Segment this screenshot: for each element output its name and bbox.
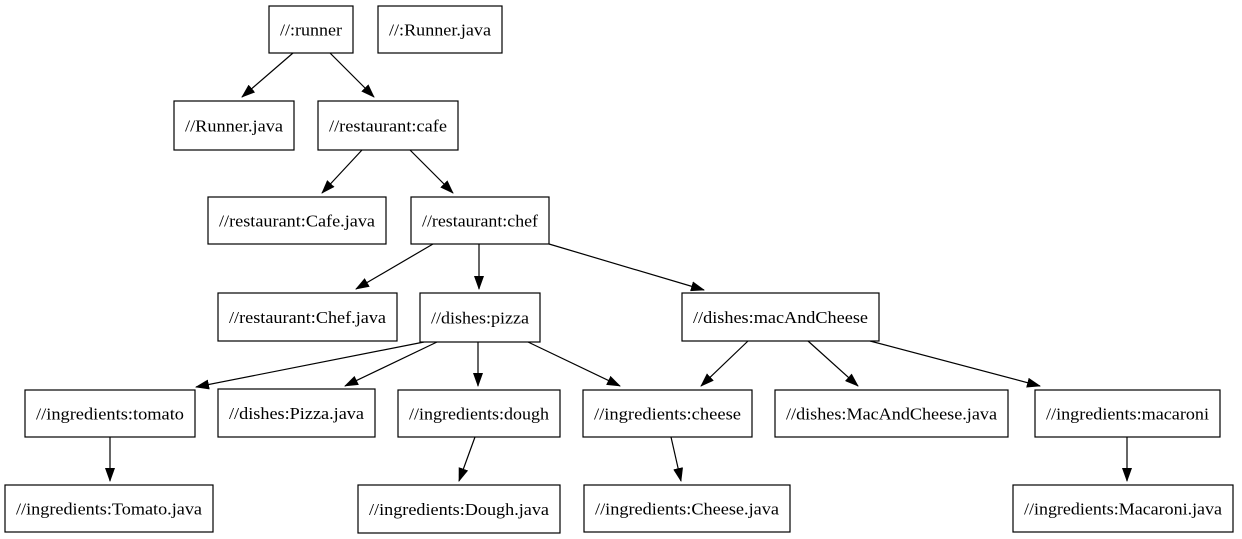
node-box-cafe [317,100,459,151]
node-box-runner-java-top [377,5,503,54]
node-label-tomato: //ingredients:tomato [36,405,184,424]
node-runner-java-top: //:Runner.java [377,5,503,54]
node-macaroni-java: //ingredients:Macaroni.java [1012,484,1234,533]
node-label-dough: //ingredients:dough [409,405,550,424]
node-box-pizza-java [217,388,376,438]
node-chef-java: //restaurant:Chef.java [217,292,398,342]
node-box-cafe-java [207,196,387,245]
node-runner: //:runner [268,5,354,54]
node-box-cheese [582,389,753,438]
node-mac-and-cheese-java: //dishes:MacAndCheese.java [774,389,1009,438]
node-pizza-java: //dishes:Pizza.java [217,388,376,438]
node-label-cafe: //restaurant:cafe [329,117,447,136]
node-box-chef-java [217,292,398,342]
node-dough-java: //ingredients:Dough.java [357,484,561,534]
node-box-dough-java [357,484,561,534]
edge-mac-and-cheese-to-cheese [700,340,749,387]
node-chef: //restaurant:chef [410,196,550,245]
edge-pizza-to-pizza-java [344,341,438,387]
node-box-chef [410,196,550,245]
node-label-pizza-java: //dishes:Pizza.java [229,404,364,423]
node-box-macaroni [1034,389,1221,438]
node-tomato: //ingredients:tomato [24,389,196,438]
node-label-chef-java: //restaurant:Chef.java [229,308,386,327]
node-box-cheese-java [583,484,791,533]
node-label-runner: //:runner [280,21,342,40]
node-macaroni: //ingredients:macaroni [1034,389,1221,438]
edge-runner-to-cafe [329,52,375,98]
edges-layer [105,52,1132,482]
node-label-runner-java-top: //:Runner.java [389,21,491,40]
node-cheese: //ingredients:cheese [582,389,753,438]
node-box-tomato-java [4,484,214,533]
node-label-cheese-java: //ingredients:Cheese.java [595,500,779,519]
node-dough: //ingredients:dough [397,389,561,438]
node-tomato-java: //ingredients:Tomato.java [4,484,214,533]
node-box-tomato [24,389,196,438]
edge-cheese-to-cheese-java [670,436,683,482]
node-label-mac-and-cheese-java: //dishes:MacAndCheese.java [786,405,997,424]
node-box-macaroni-java [1012,484,1234,533]
node-runner-java: //Runner.java [173,100,295,151]
node-label-tomato-java: //ingredients:Tomato.java [16,500,202,519]
node-cheese-java: //ingredients:Cheese.java [583,484,791,533]
node-box-runner-java [173,100,295,151]
node-box-mac-and-cheese-java [774,389,1009,438]
node-cafe: //restaurant:cafe [317,100,459,151]
edge-cafe-to-chef [409,149,454,194]
node-label-pizza: //dishes:pizza [431,309,529,328]
node-box-mac-and-cheese [681,292,880,342]
node-label-cafe-java: //restaurant:Cafe.java [219,212,375,231]
node-label-macaroni: //ingredients:macaroni [1046,405,1209,424]
node-box-pizza [419,292,541,343]
node-box-dough [397,389,561,438]
node-label-cheese: //ingredients:cheese [594,405,741,424]
node-label-chef: //restaurant:chef [422,212,538,231]
edge-chef-to-chef-java [355,243,434,290]
edge-pizza-to-cheese [527,341,621,387]
node-mac-and-cheese: //dishes:macAndCheese [681,292,880,342]
edge-dough-to-dough-java [458,436,476,482]
node-label-dough-java: //ingredients:Dough.java [369,500,549,519]
edge-runner-to-runner-java [241,52,294,98]
node-label-mac-and-cheese: //dishes:macAndCheese [693,308,868,327]
node-cafe-java: //restaurant:Cafe.java [207,196,387,245]
edge-mac-and-cheese-to-macaroni [869,340,1041,388]
node-box-runner [268,5,354,54]
nodes-layer: //:runner //:Runner.java //Runner.java //re… [4,5,1234,534]
edge-mac-and-cheese-to-mac-and-cheese-java [807,340,859,387]
node-label-macaroni-java: //ingredients:Macaroni.java [1024,500,1222,519]
node-label-runner-java: //Runner.java [185,117,283,136]
edge-chef-to-mac-and-cheese [548,243,705,292]
node-pizza: //dishes:pizza [419,292,541,343]
edge-cafe-to-cafe-java [321,149,363,194]
edge-pizza-to-tomato [195,341,425,390]
